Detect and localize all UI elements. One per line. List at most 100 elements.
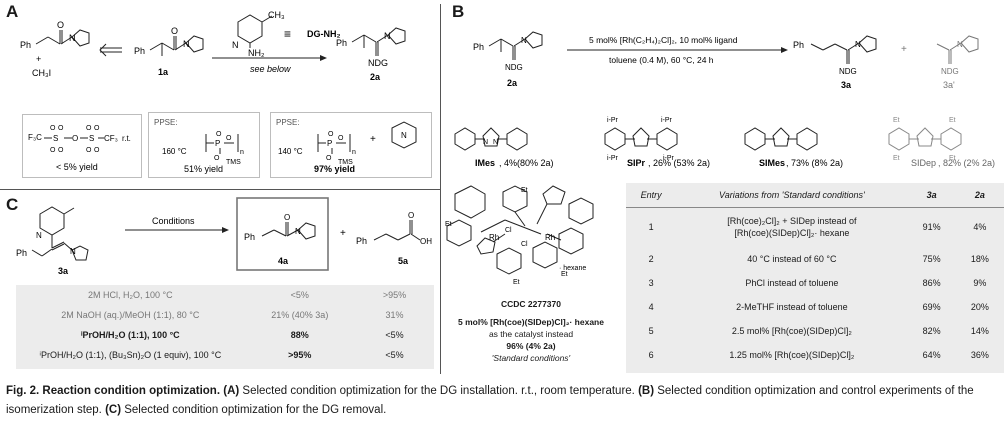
svg-text:5a: 5a (398, 256, 409, 266)
svg-text:n: n (240, 149, 244, 156)
cell-cond: ⁱPrOH/H₂O (1:1), 100 °C (80, 329, 180, 340)
divider-horizontal (0, 189, 440, 190)
svg-text:IMes: IMes (475, 158, 495, 168)
svg-text:O: O (58, 147, 64, 154)
svg-text:P: P (327, 139, 332, 148)
svg-text:O: O (50, 125, 56, 132)
svg-text:O: O (284, 213, 290, 222)
cell-entry: 6 (648, 350, 654, 360)
svg-text:PPSE:: PPSE: (154, 118, 178, 127)
svg-text:N: N (232, 40, 239, 50)
ppse-140-structure: PPSE: P O O O n TMS 140 °C + N 97% yield (276, 118, 417, 174)
svg-text:O: O (86, 147, 92, 154)
svg-text:O: O (57, 20, 64, 30)
svg-text:O: O (328, 131, 334, 138)
svg-text:, 26% (53% 2a): , 26% (53% 2a) (648, 158, 710, 168)
svg-text:O: O (72, 134, 78, 143)
svg-text:PPSE:: PPSE: (276, 118, 300, 127)
svg-text:< 5% yield: < 5% yield (56, 162, 98, 172)
svg-text:, 4%(80% 2a): , 4%(80% 2a) (499, 158, 554, 168)
svg-text:Et: Et (445, 221, 452, 228)
svg-text:· hexane: · hexane (559, 265, 586, 272)
svg-text:S: S (53, 134, 58, 143)
label-2a: 2a (370, 72, 381, 82)
cell-y4a: <5% (290, 290, 309, 300)
svg-text:F₃C: F₃C (28, 133, 42, 142)
panel-c-table-grid: 2M HCl, H₂O, 100 °C<5%>95%2M NaOH (aq.)/… (16, 285, 434, 365)
svg-text:O: O (408, 211, 414, 220)
cell-variation-line-1: [Rh(coe)₂Cl]₂ + SIDep instead of (727, 216, 857, 227)
cell-y5a: >95% (382, 290, 407, 300)
svg-text:NDG: NDG (839, 67, 857, 76)
svg-text:3a': 3a' (943, 80, 955, 90)
svg-text:Et: Et (521, 187, 528, 194)
svg-text:N: N (69, 33, 76, 43)
svg-text:i-Pr: i-Pr (663, 155, 675, 162)
compound-1a (149, 35, 204, 56)
ligand-simes (744, 127, 818, 151)
svg-text:N: N (70, 247, 76, 256)
svg-text:O: O (326, 155, 332, 162)
panel-a-letter: A (6, 2, 19, 21)
svg-text:NDG: NDG (505, 63, 523, 72)
svg-text:N: N (521, 36, 527, 45)
dg-pyridine (237, 14, 273, 48)
svg-text:TMS: TMS (226, 159, 241, 166)
panel-c-letter: C (6, 195, 19, 214)
cell-cond: 2M NaOH (aq.)/MeOH (1:1), 80 °C (61, 310, 200, 320)
cell-y3a: 86% (922, 278, 941, 288)
svg-text:Ph: Ph (134, 46, 145, 56)
svg-text:O: O (171, 26, 178, 36)
svg-text:+: + (370, 134, 376, 145)
ligand-sidep (888, 127, 962, 151)
header-2a: 2a (974, 189, 985, 200)
svg-text:toluene (0.4 M), 60 °C, 24 h: toluene (0.4 M), 60 °C, 24 h (609, 55, 714, 65)
svg-text:O: O (338, 135, 344, 142)
panel-b-table-grid: Entry Variations from 'Standard conditio… (626, 183, 1004, 367)
svg-text:+: + (340, 228, 346, 239)
svg-text:N: N (384, 31, 391, 41)
svg-text:O: O (50, 147, 56, 154)
caption-a-marker: (A) (223, 385, 240, 397)
cell-y5a: <5% (385, 350, 404, 360)
svg-text:i-Pr: i-Pr (607, 117, 619, 124)
svg-text:O: O (94, 125, 100, 132)
cell-entry: 5 (648, 326, 654, 336)
dg-name: DG-NH₂ (307, 29, 341, 39)
cell-variation: PhCl instead of toluene (745, 278, 839, 288)
table-row: 2M HCl, H₂O, 100 °C<5%>95% (16, 285, 434, 305)
panel-b-table: Entry Variations from 'Standard conditio… (626, 183, 1004, 373)
figure-caption: Fig. 2. Reaction condition optimization.… (6, 382, 1002, 420)
retro-arrow (99, 43, 122, 57)
svg-text:i-Pr: i-Pr (661, 117, 673, 124)
reactant-phenylacetyl-amide (35, 29, 90, 47)
panel-a-box-triflic (22, 114, 142, 178)
panel-c-table: 2M HCl, H₂O, 100 °C<5%>95%2M NaOH (aq.)/… (16, 285, 434, 369)
cell-y3a: 75% (922, 254, 941, 264)
reactant-ch3i: CH₃I (32, 68, 51, 78)
svg-text:+: + (901, 44, 907, 55)
panel-a-box-ppse-140 (270, 112, 432, 178)
svg-text:Et: Et (893, 117, 900, 124)
catalyst-line-4: 'Standard conditions' (491, 353, 571, 363)
reactant-plus: + (36, 54, 41, 64)
cell-y3a: 91% (922, 222, 941, 233)
svg-text:Ph: Ph (244, 232, 255, 242)
cell-variation: 40 °C instead of 60 °C (747, 254, 837, 264)
cell-y5a: <5% (385, 330, 404, 340)
svg-text:Ph: Ph (16, 248, 27, 258)
svg-text:O: O (58, 125, 64, 132)
svg-text:2a: 2a (507, 78, 518, 88)
svg-text:SIMes: SIMes (759, 158, 785, 168)
cell-variation: 2.5 mol% [Rh(coe)(SIDep)Cl]₂ (731, 326, 852, 336)
svg-text:51% yield: 51% yield (184, 164, 223, 174)
catalyst-line-3: 96% (4% 2a) (506, 341, 556, 351)
svg-text:NH₂: NH₂ (248, 48, 265, 58)
svg-text:140 °C: 140 °C (278, 147, 303, 156)
panel-b-scheme: Ph N NDG 2a 5 mol% [Rh(C₂H₄)₂Cl]₂, 10 mo… (473, 31, 979, 90)
svg-text:N: N (183, 39, 190, 49)
